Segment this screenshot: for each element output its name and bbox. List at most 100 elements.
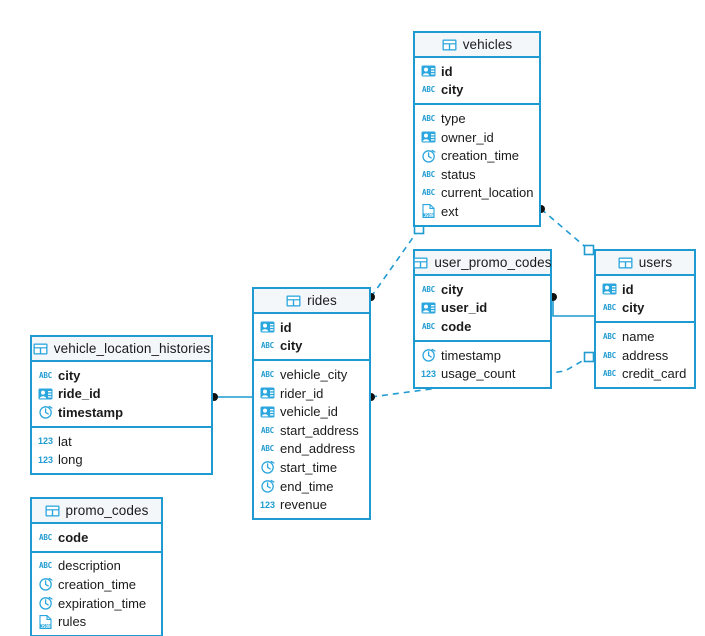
column-name: rules	[58, 614, 87, 630]
column-name: end_address	[280, 441, 356, 457]
json-document-icon: JSON	[38, 614, 53, 629]
abc-text-icon: ABC	[603, 350, 616, 360]
column-row[interactable]: creation_time	[415, 146, 539, 165]
column-name: city	[280, 338, 303, 354]
clock-icon	[38, 596, 53, 611]
column-name: user_id	[441, 300, 488, 316]
column-name: description	[58, 558, 121, 574]
column-name: status	[441, 166, 476, 182]
column-row[interactable]: ABC type	[415, 109, 539, 128]
column-name: end_time	[280, 478, 334, 494]
table-header-rides[interactable]: rides	[254, 289, 369, 314]
table-grid-icon	[286, 293, 301, 308]
column-row[interactable]: rider_id	[254, 384, 369, 403]
primary-key-column-row[interactable]: id	[254, 318, 369, 337]
primary-key-column-row[interactable]: id	[596, 280, 694, 299]
column-name: type	[441, 110, 466, 126]
table-header-promo_codes[interactable]: promo_codes	[32, 499, 161, 524]
column-row[interactable]: ABC status	[415, 165, 539, 184]
relationship-vehicle-location-histories-to-rides[interactable]	[210, 393, 252, 401]
column-row[interactable]: start_time	[254, 458, 369, 477]
table-header-vehicles[interactable]: vehicles	[415, 33, 539, 58]
id-badge-icon	[602, 282, 617, 297]
abc-text-icon: ABC	[422, 188, 435, 198]
column-row[interactable]: expiration_time	[32, 594, 161, 613]
column-row[interactable]: vehicle_id	[254, 402, 369, 421]
column-name: current_location	[441, 185, 534, 201]
column-row[interactable]: 123 long	[32, 450, 211, 469]
column-name: city	[441, 281, 464, 297]
column-row[interactable]: ABC name	[596, 327, 694, 346]
column-row[interactable]: ABC end_address	[254, 440, 369, 459]
primary-key-column-row[interactable]: user_id	[415, 299, 550, 318]
primary-key-column-row[interactable]: id	[415, 62, 539, 81]
abc-text-icon: ABC	[422, 169, 435, 179]
abc-text-icon: ABC	[261, 425, 274, 435]
column-row[interactable]: timestamp	[415, 346, 550, 365]
123-number-icon: 123	[259, 499, 276, 510]
abc-text-icon: ABC	[603, 303, 616, 313]
abc-text-icon: ABC	[39, 561, 52, 571]
id-badge-icon	[38, 386, 53, 401]
123-number-icon: 123	[37, 454, 54, 465]
abc-text-icon: ABC	[261, 341, 274, 351]
column-name: name	[622, 328, 655, 344]
column-row[interactable]: owner_id	[415, 128, 539, 147]
table-header-users[interactable]: users	[596, 251, 694, 276]
column-name: long	[58, 452, 83, 468]
primary-key-column-row[interactable]: timestamp	[32, 403, 211, 422]
column-row[interactable]: ABC current_location	[415, 184, 539, 203]
column-row[interactable]: 123 revenue	[254, 495, 369, 514]
abc-text-icon: ABC	[261, 444, 274, 454]
column-row[interactable]: creation_time	[32, 575, 161, 594]
primary-key-column-row[interactable]: ride_id	[32, 385, 211, 404]
relationship-vehicles-to-users[interactable]	[537, 205, 595, 256]
table-title: vehicles	[462, 37, 513, 52]
table-header-vehicle_location_histories[interactable]: vehicle_location_histories	[32, 337, 211, 362]
clock-icon	[38, 577, 53, 592]
column-name: revenue	[280, 497, 327, 513]
column-row[interactable]: ABC description	[32, 557, 161, 576]
relationship-user-promo-codes-to-users[interactable]	[549, 293, 594, 317]
column-row[interactable]: JSON rules	[32, 612, 161, 631]
column-name: city	[58, 367, 81, 383]
column-row[interactable]: end_time	[254, 477, 369, 496]
clock-icon	[260, 479, 275, 494]
json-document-icon: JSON	[421, 204, 436, 219]
primary-key-column-row[interactable]: ABC city	[254, 337, 369, 356]
table-header-user_promo_codes[interactable]: user_promo_codes	[413, 251, 552, 276]
abc-text-icon: ABC	[603, 331, 616, 341]
table-title: user_promo_codes	[434, 255, 552, 270]
relationship-square-marker	[583, 244, 595, 256]
clock-icon	[421, 148, 436, 163]
relationship-square-marker	[583, 351, 595, 363]
id-badge-icon	[421, 64, 436, 79]
abc-text-icon: ABC	[422, 113, 435, 123]
